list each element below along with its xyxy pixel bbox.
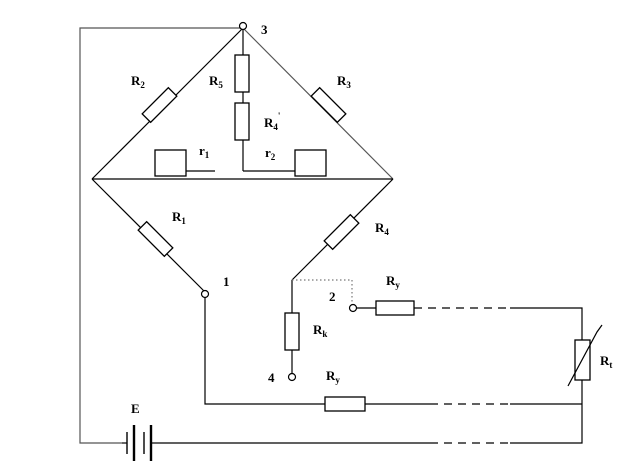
resistor-ry-top [375,300,415,316]
label-r2: R2 [131,73,145,90]
label-r1: R1 [172,209,186,226]
label-rk: Rk [313,322,327,339]
wire-to-rt-top [510,307,583,340]
node-3 [238,21,248,31]
resistor-ry-bottom [324,396,366,412]
label-e: E [131,401,140,416]
wire-outer-left [79,27,243,444]
battery-e [122,425,160,461]
resistor-r3 [310,86,347,124]
resistor-r1 [137,220,174,258]
resistor-r2-small [294,149,327,177]
thermistor-rt-arrow [567,324,603,387]
wire-dotted-node2 [292,279,353,303]
label-node-3: 3 [261,22,268,37]
label-node-2: 2 [329,289,336,304]
label-r4-prime: R4' [264,111,280,132]
label-r5: R5 [209,73,223,90]
resistor-r5 [234,54,250,93]
label-rt: Rt [600,353,612,370]
node-1 [200,289,210,299]
label-r3: R3 [337,73,351,90]
resistor-r4 [323,213,360,251]
label-ry-bottom: Ry [326,368,340,385]
label-node-4: 4 [268,370,275,385]
label-ry-top: Ry [386,273,400,290]
resistor-r2 [141,86,178,124]
wire-node1-down [204,297,325,405]
node-4 [287,372,297,382]
label-r4: R4 [375,220,389,237]
resistor-r1-small [154,149,187,177]
label-node-1: 1 [223,274,230,289]
node-2 [348,303,358,313]
resistor-rk [284,312,300,351]
wire-outer-right [510,404,583,444]
label-r1-small: r1 [199,143,210,160]
resistor-r4-prime [234,102,250,141]
label-r2-small: r2 [265,145,276,162]
